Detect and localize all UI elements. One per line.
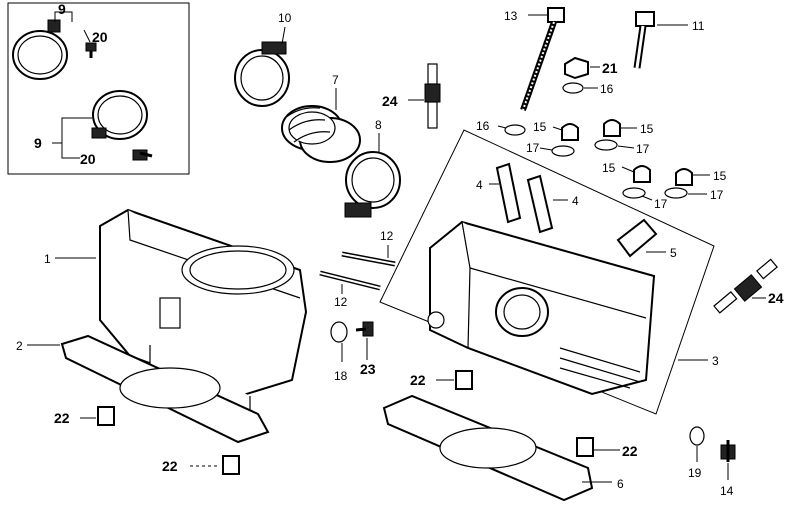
callout-12: 12: [380, 229, 394, 243]
callout-20: 20: [80, 151, 96, 167]
gasket-6: [382, 394, 612, 502]
dowel-22-a: [80, 406, 115, 426]
bolt-11: [633, 11, 688, 69]
callout-1: 1: [44, 252, 51, 266]
callout-22: 22: [54, 410, 70, 426]
callout-22: 22: [162, 458, 178, 474]
callout-18: 18: [334, 369, 348, 383]
callout-9: 9: [34, 135, 42, 151]
callout-15: 15: [533, 120, 547, 134]
washer-18: [330, 321, 348, 362]
callout-15: 15: [640, 122, 654, 136]
callout-4: 4: [476, 178, 483, 192]
dowel-22-d: [576, 437, 620, 457]
clamp-lower-inset: [91, 90, 148, 140]
callout-24: 24: [382, 93, 398, 109]
cap-nut-15-b: [603, 119, 637, 137]
gasket-2: [27, 334, 270, 444]
clamp-10: [234, 26, 290, 107]
stud-bolt-13: [520, 7, 565, 111]
washer-17-d: [664, 187, 707, 199]
dowel-pin-12-b: [319, 270, 381, 294]
callout-17: 17: [710, 188, 724, 202]
screw-20-upper: [85, 42, 97, 58]
callout-13: 13: [504, 9, 518, 23]
callout-14: 14: [720, 484, 734, 498]
cap-nut-15-d: [675, 168, 710, 186]
callout-3: 3: [712, 354, 719, 368]
intake-boot-7: [281, 88, 361, 163]
callout-23: 23: [360, 361, 376, 377]
callout-24: 24: [768, 290, 784, 306]
callout-19: 19: [688, 466, 702, 480]
callout-12: 12: [334, 295, 348, 309]
callout-6: 6: [617, 477, 624, 491]
cap-nut-15-a: [552, 123, 579, 141]
valve-guide-4-a: [489, 162, 522, 224]
valve-guide-4-b: [526, 174, 568, 234]
dowel-22-c: [436, 370, 473, 390]
washer-19: [689, 426, 705, 462]
callout-15: 15: [713, 169, 727, 183]
callout-11: 11: [692, 19, 705, 33]
spark-plug-right: [713, 258, 778, 314]
callout-22: 22: [410, 372, 426, 388]
spark-plug-upper: [408, 63, 441, 129]
callout-5: 5: [670, 246, 677, 260]
callout-20: 20: [92, 29, 108, 45]
washer-17-a: [539, 145, 575, 157]
callout-17: 17: [636, 142, 650, 156]
washer-17-b: [594, 139, 635, 151]
callout-17: 17: [526, 141, 540, 155]
callout-7: 7: [332, 73, 339, 87]
dowel-pin-12-a: [341, 245, 396, 267]
washer-16-lower: [497, 124, 526, 136]
callout-labels: 9 20 9 20 10 7 8 24 13 11 21 16 16 15 15…: [16, 1, 784, 498]
callout-4: 4: [572, 194, 579, 208]
washer-16-upper: [562, 82, 598, 94]
callout-15: 15: [602, 161, 616, 175]
callout-17: 17: [654, 197, 668, 211]
callout-21: 21: [602, 60, 618, 76]
callout-22: 22: [622, 443, 638, 459]
bolt-14: [720, 440, 736, 480]
callout-2: 2: [16, 339, 23, 353]
clamp-upper-inset: [12, 19, 68, 80]
clamp-8: [344, 133, 401, 218]
valve-guide-5: [616, 218, 666, 258]
callout-9: 9: [58, 1, 66, 17]
washer-17-c: [622, 187, 653, 201]
callout-10: 10: [278, 11, 292, 25]
cap-nut-15-c: [621, 165, 651, 183]
dowel-22-b: [190, 455, 240, 475]
cylinder-head-3: [427, 220, 656, 396]
nut-21: [564, 56, 600, 80]
screw-20-lower: [132, 149, 153, 161]
callout-16: 16: [476, 119, 490, 133]
inset-box: [7, 2, 190, 175]
callout-16: 16: [600, 82, 614, 96]
callout-8: 8: [375, 118, 382, 132]
bolt-23: [355, 321, 374, 360]
